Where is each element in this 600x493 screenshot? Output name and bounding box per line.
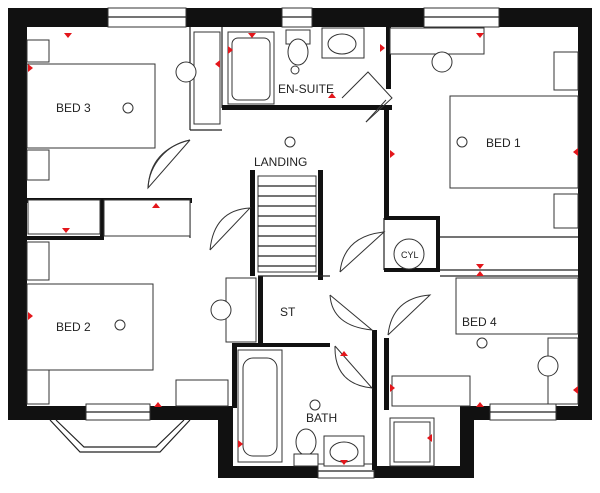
room-label-store: ST (280, 305, 296, 319)
room-label-bath: BATH (306, 411, 337, 425)
room-label-en-suite: EN-SUITE (278, 82, 334, 96)
bed-3-bed (26, 63, 156, 149)
cylinder-label: CYL (401, 250, 419, 260)
staircase (257, 175, 317, 273)
socket-markers (28, 33, 578, 465)
bed-4-bed (455, 277, 579, 335)
room-label-bed-1: BED 1 (486, 136, 521, 150)
doors (147, 71, 432, 389)
room-label-landing: LANDING (254, 155, 307, 169)
room-label-bed-4: BED 4 (462, 315, 497, 329)
bed-1-bed (449, 95, 579, 189)
cylinder-icon (393, 238, 425, 270)
outer-walls (8, 8, 592, 478)
room-label-bed-3: BED 3 (56, 101, 91, 115)
furniture (26, 27, 579, 467)
bed-2-bed (26, 283, 154, 371)
windows (49, 7, 557, 479)
room-labels: BED 3 BED 1 BED 2 BED 4 EN-SUITE LANDING… (56, 82, 521, 425)
room-label-bed-2: BED 2 (56, 320, 91, 334)
